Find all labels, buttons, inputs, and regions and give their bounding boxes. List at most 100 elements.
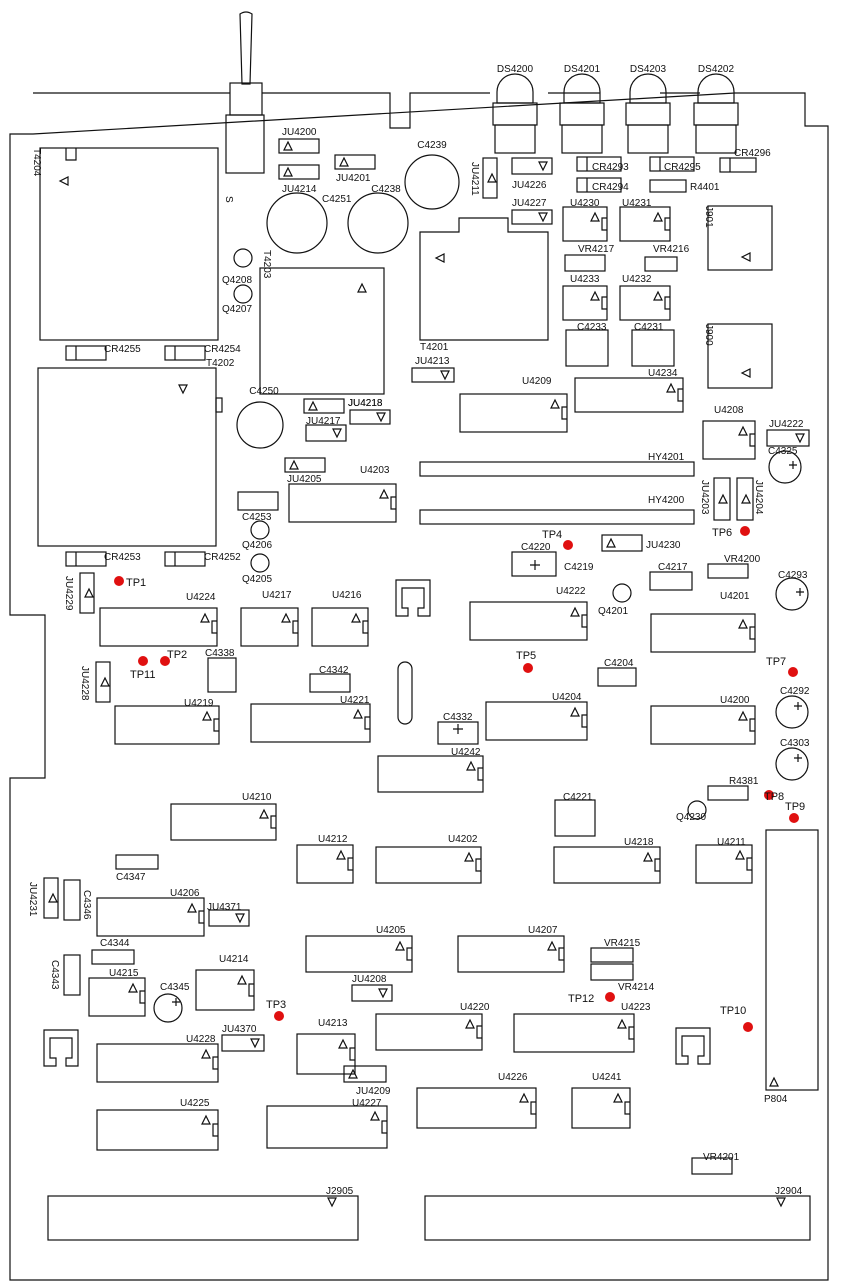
component-label: R4381 <box>729 776 759 787</box>
component-label: JU4226 <box>512 180 547 191</box>
ic-notch <box>347 857 353 871</box>
ic-package <box>375 846 482 884</box>
pin1-marker-icon <box>653 211 663 222</box>
ic-notch <box>364 716 370 730</box>
component-label: JU4204 <box>753 480 764 515</box>
ic-package <box>513 1013 635 1053</box>
pin1-marker-icon <box>776 1197 786 1208</box>
component-label: CR4296 <box>734 148 771 159</box>
pin1-marker-icon <box>128 982 138 993</box>
regulator-body <box>590 947 634 963</box>
pin1-marker-icon <box>550 398 560 409</box>
test-point-label: TP2 <box>167 649 187 661</box>
component-label: JU4228 <box>79 666 90 701</box>
resistor-body <box>707 785 749 801</box>
test-point-dot <box>605 992 615 1002</box>
component-label: U4220 <box>460 1002 490 1013</box>
pin1-marker-icon <box>378 988 388 999</box>
ic-package <box>469 601 588 641</box>
jumper-block <box>79 572 95 614</box>
ic-notch <box>212 1123 218 1137</box>
component-label: J900 <box>703 324 714 346</box>
component-label: P804 <box>764 1094 788 1105</box>
polarity-plus-icon <box>794 702 802 710</box>
jumper-block <box>511 209 553 225</box>
regulator-body <box>590 963 634 981</box>
pin1-marker-icon <box>283 166 293 177</box>
pin1-marker-icon <box>738 425 748 436</box>
pin1-marker-icon <box>376 412 386 423</box>
pin1-marker-icon <box>547 940 557 951</box>
pin1-marker-icon <box>370 1110 380 1121</box>
ic-notch <box>476 1025 482 1039</box>
test-point-label: TP12 <box>568 993 594 1005</box>
ic-package <box>457 935 565 973</box>
component-label: U4204 <box>552 692 582 703</box>
test-point-label: TP8 <box>764 791 784 803</box>
regulator-body <box>564 254 606 272</box>
component-label: JU4218 <box>348 398 383 409</box>
ic-package <box>702 420 756 460</box>
pin1-marker-icon <box>718 493 728 504</box>
pin1-marker-icon <box>440 370 450 381</box>
jumper-block <box>411 367 455 383</box>
component-label: C4238 <box>371 184 401 195</box>
led-lead-block <box>561 124 603 154</box>
component-label: T4202 <box>206 358 235 369</box>
pin1-marker-icon <box>339 156 349 167</box>
pin1-marker-icon <box>769 1076 779 1087</box>
pin1-marker-icon <box>353 708 363 719</box>
led-dome <box>697 73 735 104</box>
component-label: JU4200 <box>282 127 317 138</box>
ic-package <box>562 206 608 242</box>
component-label: C4338 <box>205 648 235 659</box>
test-point-dot <box>160 656 170 666</box>
test-point-dot <box>789 813 799 823</box>
jumper-block <box>278 164 320 180</box>
component-label: U4207 <box>528 925 558 936</box>
transistor-body <box>250 553 270 573</box>
ic-notch <box>664 296 670 310</box>
test-point-label: TP6 <box>712 527 732 539</box>
component-label: U4210 <box>242 792 272 803</box>
ic-notch <box>349 1047 355 1061</box>
test-point-dot <box>274 1011 284 1021</box>
component-label: U4216 <box>332 590 362 601</box>
jumper-block <box>303 398 345 414</box>
pin1-marker-icon <box>643 851 653 862</box>
jumper-block <box>736 477 754 521</box>
connector-p804 <box>765 829 819 1091</box>
component-label: C4204 <box>604 658 634 669</box>
jumper-block <box>284 457 326 473</box>
component-label: C4250 <box>249 386 279 397</box>
component-label: VR4216 <box>653 244 690 255</box>
component-label: JU4209 <box>356 1086 391 1097</box>
hybrid-strip <box>419 509 695 525</box>
component-label: JU4213 <box>415 356 450 367</box>
capacitor-body <box>236 401 284 449</box>
pin1-marker-icon <box>466 760 476 771</box>
ic-package <box>305 935 413 973</box>
component-label: U4213 <box>318 1018 348 1029</box>
mounting-clip <box>395 579 431 617</box>
component-label: U4206 <box>170 888 200 899</box>
regulator-body <box>707 563 749 579</box>
component-label: U4224 <box>186 592 216 603</box>
pin1-marker-icon <box>259 808 269 819</box>
component-label: JU4231 <box>27 882 38 917</box>
transistor-body <box>233 248 253 268</box>
component-label: CR4253 <box>104 552 141 563</box>
capacitor-body <box>63 954 81 996</box>
component-label: JU4229 <box>63 576 74 611</box>
component-label: U4218 <box>624 837 654 848</box>
component-label: Q4201 <box>598 606 628 617</box>
diode-body <box>65 345 107 361</box>
switch-label: S <box>223 196 234 203</box>
capacitor-body <box>775 577 809 611</box>
capacitor-body <box>207 657 237 693</box>
pin1-marker-icon <box>395 940 405 951</box>
pin1-marker-icon <box>336 849 346 860</box>
component-label: C4303 <box>780 738 810 749</box>
pin1-marker-icon <box>740 252 751 262</box>
component-label: U4233 <box>570 274 600 285</box>
